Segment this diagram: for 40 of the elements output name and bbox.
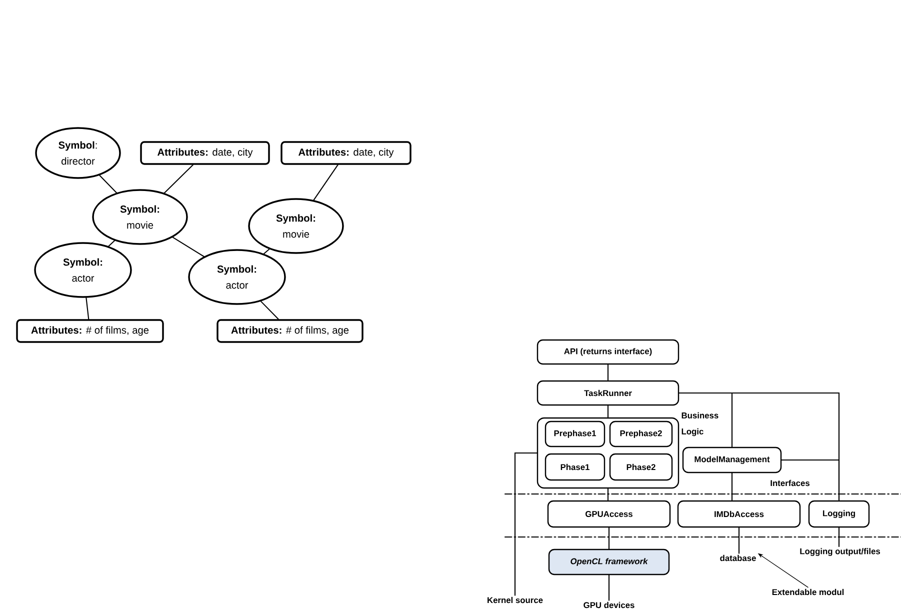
connector-line — [164, 164, 194, 194]
connector-line — [731, 472, 733, 501]
connector-line — [608, 527, 610, 550]
module-box: ModelManagement — [682, 446, 782, 474]
module-box: GPUAccess — [547, 500, 671, 528]
connector-line — [86, 297, 90, 320]
module-box: IMDbAccess — [677, 500, 801, 528]
attributes-box: Attributes: # of films, age — [16, 319, 164, 343]
connector-line — [607, 488, 609, 501]
endpoint-label: Extendable modul — [772, 588, 844, 596]
layer-label: Interfaces — [770, 480, 810, 486]
connector-line — [263, 248, 270, 254]
endpoint-label: GPU devices — [584, 602, 634, 608]
group-label: Business Logic — [682, 412, 718, 436]
endpoint-label: database — [720, 554, 756, 562]
connector-line — [608, 574, 610, 601]
connector-line — [607, 405, 609, 418]
endpoint-label: Logging output/files — [800, 548, 880, 556]
module-box: Logging — [808, 500, 870, 528]
module-box: Phase2 — [609, 453, 673, 481]
endpoint-label: Kernel source — [488, 596, 543, 604]
module-box: Phase1 — [544, 453, 606, 481]
connector-line — [172, 236, 204, 258]
connector-line — [260, 300, 279, 320]
connector-line — [607, 364, 609, 381]
module-box: TaskRunner — [536, 380, 680, 406]
connector-line — [514, 452, 538, 596]
connector-line — [99, 174, 118, 194]
connector-line — [313, 164, 338, 201]
module-box: Prephase1 — [544, 420, 606, 448]
connector-line — [108, 240, 116, 247]
framework-box: OpenCL framework — [548, 548, 670, 576]
attributes-box: Attributes: date, city — [280, 141, 412, 165]
attributes-box: Attributes: date, city — [140, 141, 270, 165]
module-box: API (returns interface) — [536, 339, 680, 365]
connector-line — [838, 527, 840, 547]
connector-line — [738, 527, 740, 554]
connector-line — [781, 459, 840, 501]
attributes-box: Attributes: # of films, age — [216, 319, 364, 343]
module-box: Prephase2 — [609, 420, 673, 448]
